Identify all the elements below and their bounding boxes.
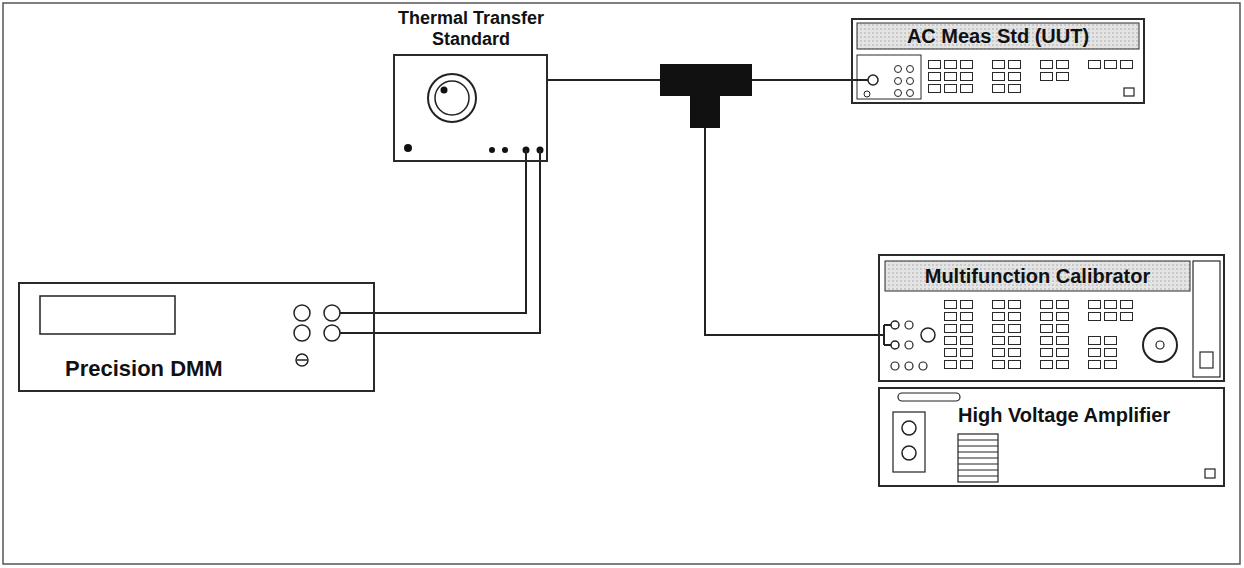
terminal-stub xyxy=(340,332,375,334)
input-panel xyxy=(857,55,921,99)
input-jack xyxy=(324,305,340,321)
knob-hub xyxy=(1156,341,1164,349)
instrument-case xyxy=(393,54,548,162)
panel-jack xyxy=(907,90,914,97)
keypad xyxy=(992,300,1024,372)
terminal-dot xyxy=(489,147,495,153)
multifunction-calibrator: Multifunction Calibrator xyxy=(878,254,1225,382)
range-knob xyxy=(428,74,476,122)
keypad xyxy=(1040,300,1072,372)
range-knob-inner xyxy=(435,81,469,115)
dmm-display xyxy=(40,296,175,334)
handle-bar xyxy=(898,393,960,401)
tee-adapter xyxy=(660,64,752,96)
power-switch xyxy=(1205,469,1215,478)
panel-jack xyxy=(907,66,914,73)
transfer-standard: Thermal Transfer Standard xyxy=(385,8,571,162)
panel-jack xyxy=(919,362,927,370)
terminal-stub xyxy=(851,79,868,81)
instrument-title: High Voltage Amplifier xyxy=(958,403,1170,427)
panel-jack xyxy=(891,362,899,370)
vent-slats xyxy=(958,440,998,476)
coax-cable xyxy=(375,162,540,333)
sense-wire xyxy=(340,150,526,313)
panel-jack xyxy=(895,78,902,85)
aux-connector xyxy=(921,328,935,342)
control-knob xyxy=(1143,328,1177,362)
tee-adapter-stem xyxy=(690,94,720,128)
panel-jack xyxy=(905,321,913,329)
vent-grille xyxy=(958,434,998,482)
input-connector xyxy=(868,75,878,85)
keypad xyxy=(1088,60,1136,72)
output-panel xyxy=(893,412,925,472)
power-switch xyxy=(1200,352,1213,368)
input-jack xyxy=(324,325,340,341)
panel-jack xyxy=(864,91,870,97)
ac-measurement-standard: AC Meas Std (UUT) xyxy=(851,18,1145,104)
instrument-label: Thermal Transfer Standard xyxy=(385,8,557,50)
side-panel xyxy=(1193,261,1220,377)
hv-terminal xyxy=(902,421,916,435)
coax-cable xyxy=(705,80,878,335)
instrument-title: Multifunction Calibrator xyxy=(885,261,1190,291)
output-terminal xyxy=(891,321,899,329)
figure-frame xyxy=(3,3,1240,564)
precision-dmm: Precision DMM xyxy=(18,282,375,392)
ground-jack xyxy=(296,354,308,366)
output-terminal xyxy=(891,341,899,349)
keypad xyxy=(992,60,1024,96)
hv-terminal xyxy=(902,446,916,460)
title-band xyxy=(885,261,1190,291)
power-lamp xyxy=(404,144,412,152)
knob-pointer xyxy=(441,87,448,94)
title-band xyxy=(857,23,1139,49)
input-jack xyxy=(294,305,310,321)
panel-jack xyxy=(895,66,902,73)
instrument-title: AC Meas Std (UUT) xyxy=(857,23,1139,49)
power-switch xyxy=(1124,88,1134,96)
coax-cable xyxy=(548,80,878,335)
keypad xyxy=(1088,336,1120,372)
input-jack xyxy=(294,325,310,341)
terminal-dot xyxy=(502,147,508,153)
keypad xyxy=(928,60,976,96)
panel-jack xyxy=(895,90,902,97)
panel-jack xyxy=(905,362,913,370)
keypad xyxy=(1040,60,1072,84)
high-voltage-amplifier: High Voltage Amplifier xyxy=(878,387,1225,487)
panel-jack xyxy=(905,341,913,349)
ground-mark xyxy=(297,359,307,361)
keypad xyxy=(1088,300,1136,324)
instrument-title: Precision DMM xyxy=(65,356,223,382)
panel-jack xyxy=(907,78,914,85)
keypad xyxy=(944,300,976,372)
